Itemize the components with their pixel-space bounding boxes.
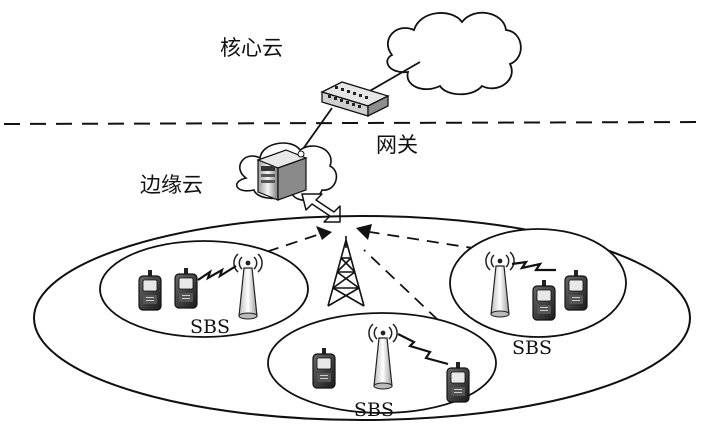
small-cell-right [449, 228, 627, 338]
edge-server-icon [256, 149, 308, 201]
gateway-switch-icon [320, 81, 390, 118]
wireless-link-icon [511, 260, 556, 272]
wireless-link-icon [397, 333, 449, 366]
arrowhead-right [356, 224, 372, 240]
gateway-label: 网关 [376, 133, 418, 157]
macro-cell-boundary [33, 215, 691, 421]
core-cloud-icon [386, 11, 522, 96]
mobile-device-icon [174, 267, 198, 309]
mobile-device-icon [312, 347, 336, 389]
sbs-label-left: SBS [190, 316, 230, 338]
edge-cloud-label: 边缘云 [140, 173, 203, 197]
sbs-label-bottom: SBS [354, 399, 394, 421]
mobile-device-icon [532, 279, 556, 321]
macro-tower-icon [327, 236, 365, 307]
core-edge-divider [3, 121, 707, 125]
mobile-device-icon [446, 361, 470, 403]
arrowhead-left [316, 226, 332, 240]
mobile-device-icon [138, 269, 162, 311]
gateway-core-link [367, 61, 421, 93]
link-left-sbs-to-tower [247, 233, 321, 259]
mobile-device-icon [564, 269, 588, 311]
core-cloud-label: 核心云 [220, 36, 283, 60]
edge-tower-arrow [301, 193, 341, 223]
wireless-link-icon [197, 265, 237, 281]
link-bottom-sbs-to-tower [363, 249, 439, 321]
sbs-label-right: SBS [512, 337, 552, 359]
